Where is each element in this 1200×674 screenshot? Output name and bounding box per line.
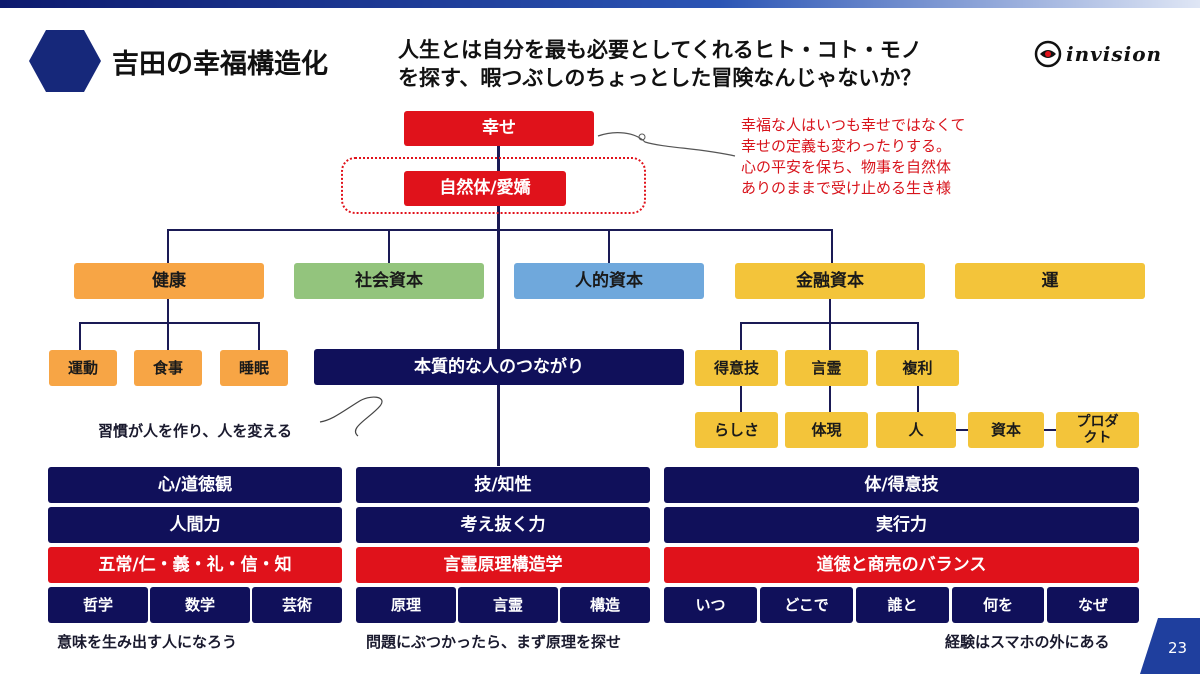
connector-human <box>608 229 610 263</box>
annotation-line-4: ありのままで受け止める生き様 <box>741 179 952 197</box>
hexagon-icon <box>29 30 101 92</box>
col3-ability: 実行力 <box>664 507 1139 543</box>
connector-health-3 <box>258 322 260 350</box>
page-title: 吉田の幸福構造化 <box>112 49 328 80</box>
finance-sub-likeness: らしさ <box>695 412 778 448</box>
connector-health-1 <box>79 322 81 350</box>
finance-sub-person: 人 <box>876 412 956 448</box>
connector-health-2 <box>167 322 169 350</box>
finance-compound: 複利 <box>876 350 959 386</box>
col2-item-structure: 構造 <box>560 587 650 623</box>
col2-ability: 考え抜く力 <box>356 507 650 543</box>
connector-finance <box>831 229 833 263</box>
happiness-annotation: 幸福な人はいつも幸せではなくて 幸せの定義も変わったりする。 心の平安を保ち、物… <box>741 115 966 199</box>
tagline-line-1: 人生とは自分を最も必要としてくれるヒト・コト・モノ <box>398 38 922 62</box>
col1-item-philosophy: 哲学 <box>48 587 148 623</box>
finance-skill: 得意技 <box>695 350 778 386</box>
connector-health-down <box>167 299 169 323</box>
col2-item-principle: 原理 <box>356 587 456 623</box>
habit-note: 習慣が人を作り、人を変える <box>98 422 292 440</box>
capital-luck: 運 <box>955 263 1145 299</box>
annotation-line-1: 幸福な人はいつも幸せではなくて <box>741 116 966 134</box>
connector-finance-3 <box>917 322 919 350</box>
habit-note-curve <box>319 396 383 437</box>
capital-human: 人的資本 <box>514 263 704 299</box>
col1-header: 心/道徳観 <box>48 467 342 503</box>
col3-item-where: どこで <box>760 587 853 623</box>
connector-trunk <box>497 146 500 466</box>
col3-item-what: 何を <box>952 587 1044 623</box>
logo-text: invision <box>1066 42 1163 66</box>
col3-item-why: なぜ <box>1047 587 1139 623</box>
capital-finance: 金融資本 <box>735 263 925 299</box>
essential-connection-box: 本質的な人のつながり <box>314 349 684 385</box>
connector-finance-down <box>829 299 831 323</box>
connector-finance-1 <box>740 322 742 350</box>
annotation-curve <box>597 132 736 157</box>
col3-header: 体/得意技 <box>664 467 1139 503</box>
col2-principle: 言霊原理構造学 <box>356 547 650 583</box>
connector-finance-sub-3 <box>917 386 919 412</box>
connector-health-bar <box>79 322 260 324</box>
page-corner-shape <box>1140 618 1200 674</box>
col2-item-kotodama: 言霊 <box>458 587 558 623</box>
happiness-box: 幸せ <box>404 111 594 146</box>
col3-item-who: 誰と <box>856 587 949 623</box>
connector-capital-product <box>1044 429 1056 431</box>
col1-item-art: 芸術 <box>252 587 342 623</box>
finance-sub-product: プロダ クト <box>1056 412 1139 448</box>
invision-logo: invision <box>1034 40 1162 68</box>
connector-social <box>388 229 390 263</box>
connector-capitals-bar <box>167 229 833 231</box>
logo-mark-icon <box>1034 40 1062 68</box>
col3-item-when: いつ <box>664 587 757 623</box>
natural-self-box: 自然体/愛嬌 <box>404 171 566 206</box>
col1-principle: 五常/仁・義・礼・信・知 <box>48 547 342 583</box>
finance-sub-capital: 資本 <box>968 412 1044 448</box>
col2-header: 技/知性 <box>356 467 650 503</box>
col1-footer: 意味を生み出す人になろう <box>57 633 238 651</box>
connector-person-capital <box>956 429 968 431</box>
capital-health: 健康 <box>74 263 264 299</box>
finance-kotodama: 言霊 <box>785 350 868 386</box>
dotted-frame <box>341 157 646 214</box>
connector-health <box>167 229 169 263</box>
page-number: 23 <box>1168 639 1188 657</box>
col1-ability: 人間力 <box>48 507 342 543</box>
capital-social: 社会資本 <box>294 263 484 299</box>
col2-footer: 問題にぶつかったら、まず原理を探せ <box>366 633 622 651</box>
finance-sub-embody: 体現 <box>785 412 868 448</box>
col1-item-math: 数学 <box>150 587 250 623</box>
annotation-line-3: 心の平安を保ち、物事を自然体 <box>741 158 952 176</box>
health-exercise: 運動 <box>49 350 117 386</box>
annotation-line-2: 幸せの定義も変わったりする。 <box>741 137 952 155</box>
connector-finance-sub-2 <box>829 386 831 412</box>
tagline-line-2: を探す、暇つぶしのちょっとした冒険なんじゃないか？ <box>398 66 922 90</box>
col3-footer: 経験はスマホの外にある <box>945 633 1110 651</box>
health-diet: 食事 <box>134 350 202 386</box>
health-sleep: 睡眠 <box>220 350 288 386</box>
col3-principle: 道徳と商売のバランス <box>664 547 1139 583</box>
top-accent-bar <box>0 0 1200 8</box>
connector-finance-2 <box>829 322 831 350</box>
connector-finance-sub-1 <box>740 386 742 412</box>
